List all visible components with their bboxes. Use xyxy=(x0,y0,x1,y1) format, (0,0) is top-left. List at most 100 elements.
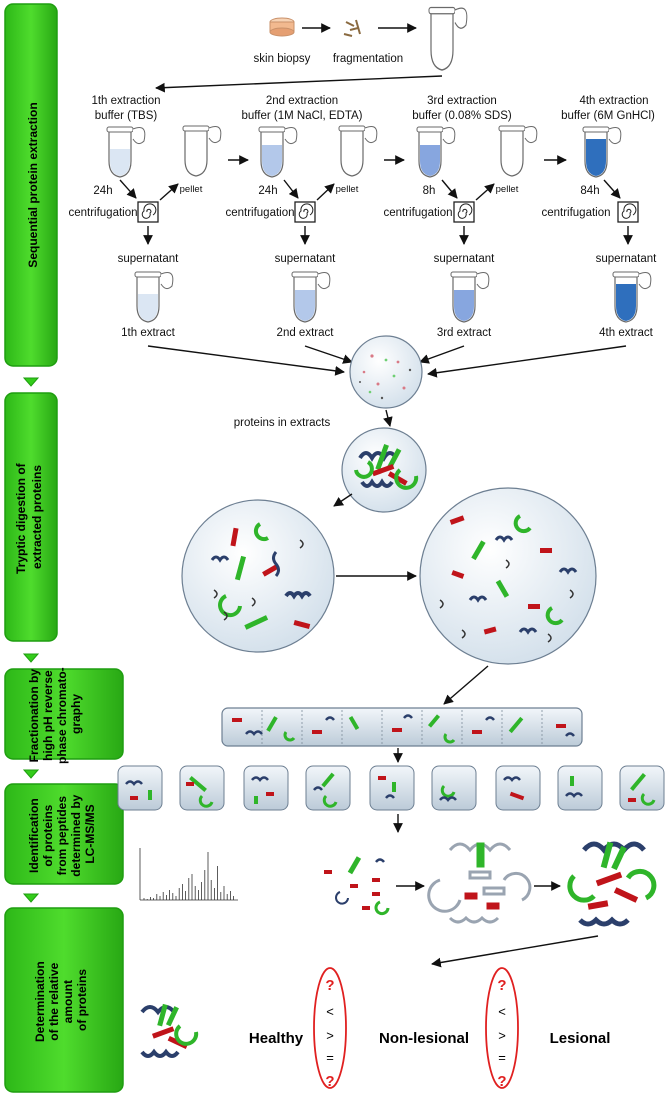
oval-2-question-bottom: ? xyxy=(497,1073,506,1090)
stage-arrow-3 xyxy=(22,769,40,779)
oval-1-less-than: < xyxy=(326,1004,334,1019)
extraction-3-buffer: buffer (0.08% SDS) xyxy=(412,110,512,122)
arrow-complex-to-digest-left xyxy=(333,493,353,507)
fraction-3 xyxy=(243,765,289,811)
supernatant-1-label: supernatant xyxy=(118,253,180,265)
pellet-1-label: pellet xyxy=(180,184,203,195)
extract-1-label: 1th extract xyxy=(121,327,175,339)
extraction-4-arrows xyxy=(603,179,633,245)
peptide-fragments-left xyxy=(210,522,312,630)
skin-biopsy-label: skin biopsy xyxy=(254,53,311,65)
skin-biopsy-icon xyxy=(269,17,295,37)
fragment-tube-icon xyxy=(428,6,468,71)
mass-spectrum-chart xyxy=(139,848,238,901)
extract-2-label: 2nd extract xyxy=(277,327,335,339)
extraction-2-time: 24h xyxy=(258,185,277,197)
stage-label-digestion: Tryptic digestion of extracted proteins xyxy=(14,460,44,574)
stage-label-extraction: Sequential protein extraction xyxy=(26,102,40,267)
extraction-4-buffer: buffer (6M GnHCl) xyxy=(561,110,655,122)
extraction-4-tube-icon xyxy=(582,126,622,178)
extraction-2-arrows xyxy=(283,155,405,245)
extraction-3-arrows xyxy=(441,155,567,245)
lesional-label: Lesional xyxy=(550,1030,611,1047)
stage-arrow-1 xyxy=(22,377,40,387)
fragments-icon xyxy=(343,19,361,37)
stage-box-fractionation: Fractionation by high pH reverse phase c… xyxy=(4,664,124,764)
fraction-8 xyxy=(557,765,603,811)
converge-arrows xyxy=(147,345,627,378)
oval-2-question-top: ? xyxy=(497,977,506,994)
fraction-2 xyxy=(179,765,225,811)
protein-complex-circle xyxy=(341,427,427,513)
fraction-7 xyxy=(495,765,541,811)
stage-box-digestion: Tryptic digestion of extracted proteins xyxy=(4,392,58,642)
stage-label-identification: Identification of proteins from peptides… xyxy=(27,791,97,876)
pellet-3-label: pellet xyxy=(496,184,519,195)
centrifuge-2-icon xyxy=(294,201,316,223)
extract-4-tube-icon xyxy=(612,271,652,323)
extraction-3-tube-icon xyxy=(416,126,456,178)
stage-arrow-4 xyxy=(22,893,40,903)
centrifugation-3-label: centrifugation xyxy=(383,207,452,219)
pellet-1-tube-icon xyxy=(182,125,222,177)
arrow-to-first-extraction xyxy=(155,75,443,93)
stage-label-fractionation: Fractionation by high pH reverse phase c… xyxy=(27,664,83,764)
digest-circle-right xyxy=(419,487,597,665)
supernatant-3-label: supernatant xyxy=(434,253,496,265)
stage-box-identification: Identification of proteins from peptides… xyxy=(4,783,124,885)
centrifugation-2-label: centrifugation xyxy=(225,207,294,219)
column-peptides xyxy=(232,714,575,744)
oval-1-question-top: ? xyxy=(325,977,334,994)
extract-3-label: 3rd extract xyxy=(437,327,492,339)
digest-circle-left xyxy=(181,499,335,653)
final-protein-icon xyxy=(140,1003,199,1058)
extraction-4-title: 4th extraction xyxy=(579,95,648,107)
protein-structure-icon xyxy=(354,444,419,490)
fragmentation-label: fragmentation xyxy=(333,53,403,65)
oval-2-greater-than: > xyxy=(498,1028,506,1043)
extraction-1-tube-icon xyxy=(106,126,146,178)
supernatant-2-label: supernatant xyxy=(275,253,337,265)
non-lesional-label: Non-lesional xyxy=(379,1030,469,1047)
pellet-2: pellet xyxy=(336,125,378,195)
extract-3-tube-icon xyxy=(450,271,490,323)
fractionation-column xyxy=(221,707,583,747)
extraction-column-4: 4th extraction buffer (6M GnHCl) 84h cen… xyxy=(541,95,657,339)
fraction-9 xyxy=(619,765,665,811)
extraction-3-time: 8h xyxy=(423,185,436,197)
extraction-1-title: 1th extraction xyxy=(91,95,160,107)
stage-arrow-2 xyxy=(22,653,40,663)
extraction-2-title: 2nd extraction xyxy=(266,95,338,107)
extraction-2-buffer: buffer (1M NaCl, EDTA) xyxy=(242,110,363,122)
oval-2-less-than: < xyxy=(498,1004,506,1019)
arrow-to-protein-circle xyxy=(383,409,393,427)
extraction-4-time: 84h xyxy=(580,185,599,197)
extract-1-tube-icon xyxy=(134,271,174,323)
stage-label-determination: Determination of the relative amount of … xyxy=(33,958,89,1042)
proteins-in-extracts-label: proteins in extracts xyxy=(234,417,331,429)
centrifuge-4-icon xyxy=(617,201,639,223)
pellet-3-tube-icon xyxy=(498,125,538,177)
extraction-2-tube-icon xyxy=(258,126,298,178)
pellet-1: pellet xyxy=(180,125,222,195)
arrow-to-healthy xyxy=(431,935,599,968)
extraction-3-title: 3rd extraction xyxy=(427,95,497,107)
supernatant-4-label: supernatant xyxy=(596,253,658,265)
extraction-1-time: 24h xyxy=(93,185,112,197)
oval-2-equals: = xyxy=(498,1050,506,1065)
extraction-1-arrows xyxy=(119,155,249,245)
extract-2-tube-icon xyxy=(291,271,331,323)
oval-1-greater-than: > xyxy=(326,1028,334,1043)
complete-protein-structure xyxy=(567,841,657,927)
healthy-label: Healthy xyxy=(249,1030,304,1047)
pellet-3: pellet xyxy=(496,125,538,195)
fraction-4 xyxy=(305,765,351,811)
partial-protein-structure xyxy=(427,842,532,924)
centrifuge-1-icon xyxy=(137,201,159,223)
pooled-extracts-dish-icon xyxy=(349,335,423,409)
arrow-digest-to-column xyxy=(443,665,489,705)
fraction-1 xyxy=(117,765,163,811)
pellet-2-label: pellet xyxy=(336,184,359,195)
extraction-1-buffer: buffer (TBS) xyxy=(95,110,158,122)
